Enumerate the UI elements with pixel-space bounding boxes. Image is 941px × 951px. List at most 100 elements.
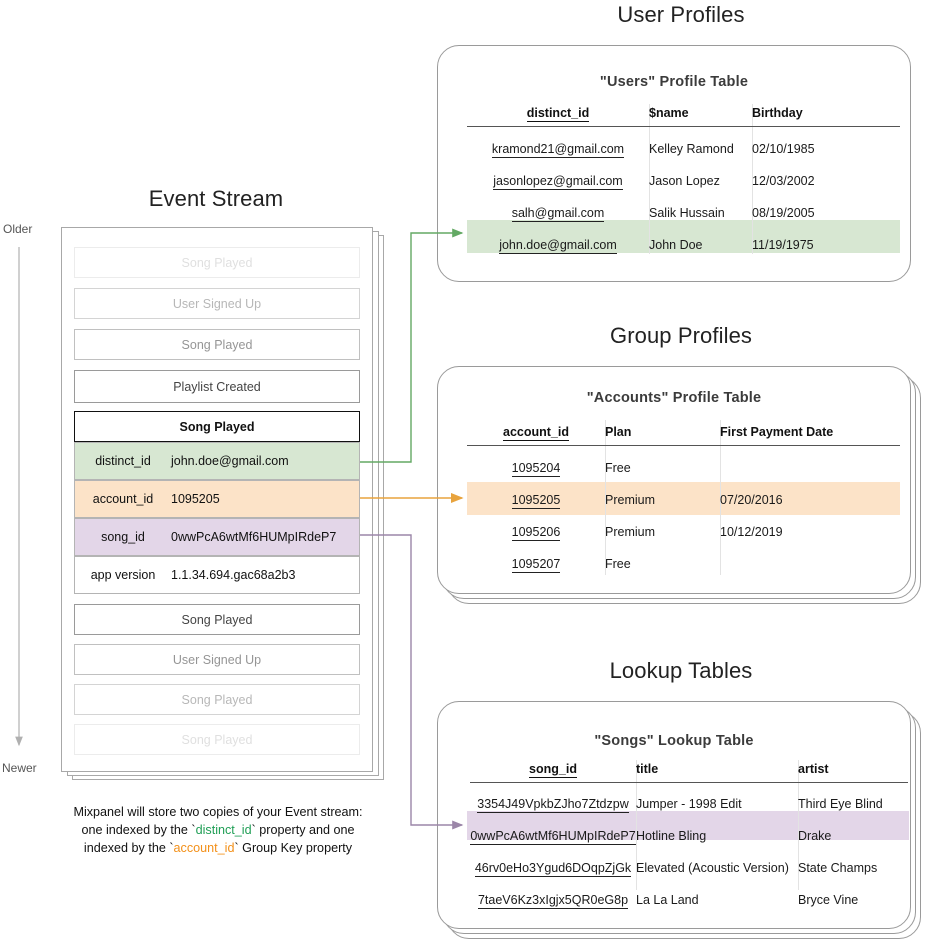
table-header-row: song_id title artist (470, 757, 908, 782)
table-row: salh@gmail.com Salik Hussain 08/19/2005 (467, 197, 900, 229)
cell-title: Hotline Bling (636, 829, 707, 844)
cell-account-id[interactable]: 1095205 (511, 493, 561, 510)
event-stream-title: Event Stream (148, 186, 284, 211)
songs-row-highlight (467, 811, 909, 840)
diagram-caption: Mixpanel will store two copies of your E… (38, 804, 398, 858)
property-key: app version (90, 568, 156, 582)
table-row-highlighted: 0wwPcA6wtMf6HUMpIRdeP7 Hotline Bling Dra… (470, 820, 908, 852)
accounts-col-divider-1 (605, 420, 606, 575)
event-label: Song Played (181, 612, 253, 627)
users-table-title: "Users" Profile Table (599, 74, 749, 90)
event-property-app-version[interactable]: app version 1.1.34.694.gac68a2b3 (74, 556, 360, 594)
event-row[interactable]: Song Played (74, 724, 360, 755)
cell-artist: State Champs (798, 861, 878, 876)
event-row[interactable]: Song Played (74, 684, 360, 715)
cell-artist: Drake (798, 829, 832, 844)
event-property-song-id[interactable]: song_id 0wwPcA6wtMf6HUMpIRdeP7 (74, 518, 360, 556)
cell-plan: Free (605, 557, 631, 572)
event-row[interactable]: Song Played (74, 247, 360, 278)
songs-col-divider-2 (798, 760, 799, 890)
selected-event-header[interactable]: Song Played (74, 411, 360, 442)
cell-name: Jason Lopez (649, 174, 720, 189)
distinct-id-token: distinct_id (195, 822, 252, 837)
accounts-row-highlight (467, 482, 900, 515)
event-label: Song Played (181, 255, 253, 270)
cell-plan: Premium (605, 493, 656, 508)
cell-first-payment (720, 452, 900, 484)
event-label: Song Played (181, 732, 253, 747)
cell-account-id[interactable]: 1095207 (511, 557, 561, 574)
event-label: Song Played (181, 692, 253, 707)
cell-name: Kelley Ramond (649, 142, 734, 157)
cell-plan: Free (605, 461, 631, 476)
table-row-highlighted: 1095205 Premium 07/20/2016 (467, 484, 900, 516)
event-property-distinct-id[interactable]: distinct_id john.doe@gmail.com (74, 442, 360, 480)
users-col-divider-1 (649, 104, 650, 254)
table-row: 1095204 Free (467, 452, 900, 484)
event-row[interactable]: Song Played (74, 329, 360, 360)
column-header-birthday: Birthday (752, 106, 803, 120)
caption-line-1: Mixpanel will store two copies of your E… (73, 805, 363, 819)
cell-song-id[interactable]: 3354J49VpkbZJho7Ztdzpw (477, 797, 629, 814)
accounts-header-rule (467, 445, 900, 447)
event-property-account-id[interactable]: account_id 1095205 (74, 480, 360, 518)
axis-label-older: Older (3, 222, 33, 236)
caption-line-3: indexed by the `account_id` Group Key pr… (83, 840, 353, 855)
table-row: 1095206 Premium 10/12/2019 (467, 516, 900, 548)
group-profiles-title: Group Profiles (609, 323, 752, 348)
cell-name: John Doe (649, 238, 703, 253)
cell-birthday: 11/19/1975 (752, 238, 814, 253)
selected-event-label: Song Played (179, 419, 255, 434)
table-row-highlighted: john.doe@gmail.com John Doe 11/19/1975 (467, 229, 900, 261)
cell-birthday: 12/03/2002 (752, 174, 815, 189)
cell-first-payment: 10/12/2019 (720, 525, 783, 540)
accounts-table-title: "Accounts" Profile Table (586, 390, 762, 406)
property-value: 0wwPcA6wtMf6HUMpIRdeP7 (171, 530, 337, 544)
cell-name: Salik Hussain (649, 206, 725, 221)
cell-song-id[interactable]: 7taeV6Kz3xIgjx5QR0eG8p (477, 893, 629, 910)
event-label: Playlist Created (173, 379, 261, 394)
songs-col-divider-1 (636, 760, 637, 890)
property-value: 1095205 (171, 492, 220, 506)
cell-distinct-id[interactable]: kramond21@gmail.com (491, 142, 625, 159)
event-row[interactable]: Playlist Created (74, 370, 360, 403)
cell-title: Elevated (Acoustic Version) (636, 861, 789, 876)
cell-song-id[interactable]: 46rv0eHo3Ygud6DOqpZjGk (474, 861, 632, 878)
cell-account-id[interactable]: 1095204 (511, 461, 561, 478)
cell-first-payment: 07/20/2016 (720, 493, 783, 508)
songs-header-rule (470, 782, 908, 784)
lookup-tables-title: Lookup Tables (609, 658, 753, 683)
property-key: song_id (101, 530, 145, 544)
table-row: 3354J49VpkbZJho7Ztdzpw Jumper - 1998 Edi… (470, 788, 908, 820)
cell-distinct-id[interactable]: jasonlopez@gmail.com (493, 174, 623, 191)
songs-table-title: "Songs" Lookup Table (594, 733, 754, 749)
cell-artist: Third Eye Blind (798, 797, 883, 812)
cell-distinct-id[interactable]: salh@gmail.com (511, 206, 605, 223)
table-row: 46rv0eHo3Ygud6DOqpZjGk Elevated (Acousti… (470, 852, 908, 884)
event-row[interactable]: Song Played (74, 604, 360, 635)
column-header-plan: Plan (605, 425, 632, 439)
table-header-row: account_id Plan First Payment Date (467, 420, 900, 445)
cell-birthday: 02/10/1985 (752, 142, 815, 157)
users-profile-table: distinct_id $name Birthday kramond21@gma… (467, 101, 900, 261)
cell-first-payment (720, 548, 900, 580)
table-row: 7taeV6Kz3xIgjx5QR0eG8p La La Land Bryce … (470, 884, 908, 916)
column-header-distinct-id: distinct_id (526, 106, 590, 122)
event-row[interactable]: User Signed Up (74, 644, 360, 675)
event-row[interactable]: User Signed Up (74, 288, 360, 319)
caption-line-2: one indexed by the `distinct_id` propert… (81, 822, 355, 837)
accounts-profile-table: account_id Plan First Payment Date 10952… (467, 420, 900, 580)
property-value: 1.1.34.694.gac68a2b3 (171, 568, 296, 582)
column-header-name: $name (649, 106, 689, 120)
property-key: account_id (92, 492, 154, 506)
cell-song-id[interactable]: 0wwPcA6wtMf6HUMpIRdeP7 (470, 829, 636, 846)
table-header-row: distinct_id $name Birthday (467, 101, 900, 126)
cell-distinct-id[interactable]: john.doe@gmail.com (499, 238, 617, 255)
column-header-title: title (636, 762, 659, 776)
column-header-first-payment-date: First Payment Date (720, 425, 834, 439)
table-row: kramond21@gmail.com Kelley Ramond 02/10/… (467, 133, 900, 165)
users-row-highlight (467, 220, 900, 253)
cell-birthday: 08/19/2005 (752, 206, 815, 221)
users-header-rule (467, 126, 900, 128)
cell-account-id[interactable]: 1095206 (511, 525, 561, 542)
